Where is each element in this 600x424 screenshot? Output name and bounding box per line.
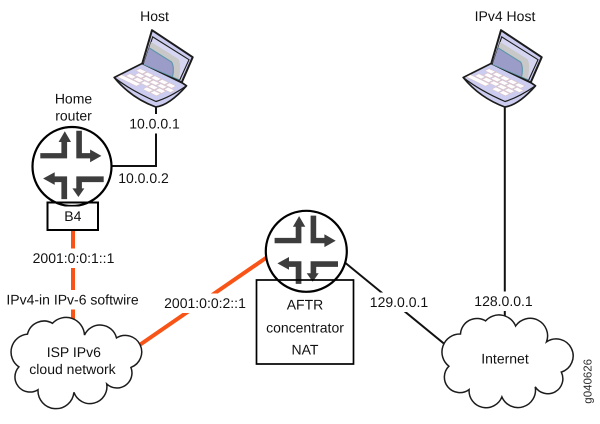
svg-text:Internet: Internet — [481, 351, 529, 367]
svg-text:10.0.0.1: 10.0.0.1 — [129, 116, 180, 132]
svg-text:Host: Host — [140, 8, 169, 24]
svg-text:cloud network: cloud network — [29, 361, 116, 377]
svg-text:2001:0:0:2::1: 2001:0:0:2::1 — [164, 295, 246, 311]
svg-text:IPv4-in IPv-6 softwire: IPv4-in IPv-6 softwire — [6, 292, 138, 308]
svg-text:129.0.0.1: 129.0.0.1 — [370, 294, 429, 310]
svg-text:10.0.0.2: 10.0.0.2 — [118, 170, 169, 186]
svg-text:g040626: g040626 — [583, 359, 595, 404]
svg-text:B4: B4 — [64, 208, 81, 224]
svg-text:IPv4 Host: IPv4 Host — [475, 8, 536, 24]
svg-text:AFTR: AFTR — [287, 297, 324, 313]
svg-text:128.0.0.1: 128.0.0.1 — [474, 293, 533, 309]
svg-text:concentrator: concentrator — [266, 320, 344, 336]
svg-text:router: router — [55, 108, 92, 124]
svg-text:NAT: NAT — [292, 342, 319, 358]
svg-text:ISP IPv6: ISP IPv6 — [47, 344, 101, 360]
svg-text:2001:0:0:1::1: 2001:0:0:1::1 — [33, 250, 115, 266]
svg-text:Home: Home — [55, 91, 93, 107]
